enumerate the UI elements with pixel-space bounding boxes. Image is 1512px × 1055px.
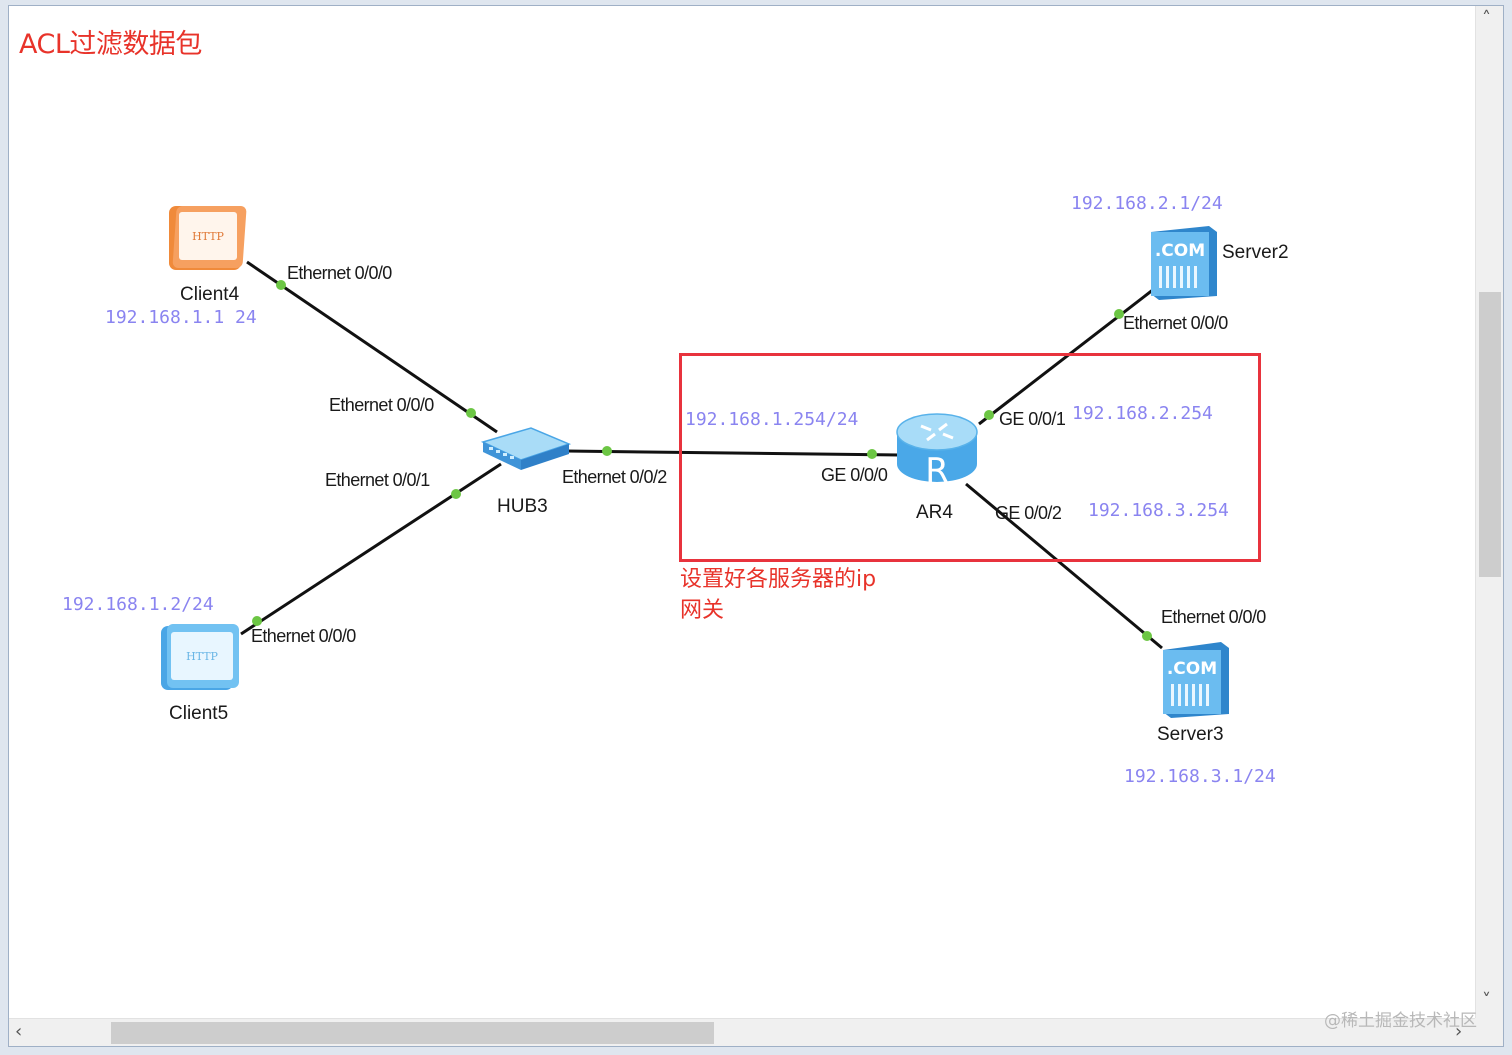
client4-ip: 192.168.1.1 24 bbox=[105, 307, 257, 328]
svg-text:R: R bbox=[925, 451, 949, 490]
port-dot-client4 bbox=[276, 280, 286, 290]
gateway-note: 设置好各服务器的ip 网关 bbox=[680, 564, 876, 626]
scrollbar-corner bbox=[1475, 1018, 1503, 1046]
ar4-port-ge002-label: GE 0/0/2 bbox=[995, 503, 1062, 523]
svg-text:HTTP: HTTP bbox=[186, 650, 218, 663]
hub-icon[interactable] bbox=[477, 420, 573, 476]
topology-canvas: ACL过滤数据包 bbox=[9, 6, 1475, 1018]
server3-label: Server3 bbox=[1157, 724, 1224, 745]
port-dot-hub3-eth000 bbox=[466, 408, 476, 418]
highlight-box bbox=[679, 353, 1261, 562]
http-client-icon[interactable]: HTTP bbox=[165, 202, 253, 278]
gateway-note-line2: 网关 bbox=[680, 598, 725, 623]
client5-label: Client5 bbox=[169, 703, 229, 724]
links-layer bbox=[240, 260, 1163, 650]
port-dot-hub3-eth002 bbox=[602, 446, 612, 456]
link-hub3-ar4 bbox=[565, 449, 900, 457]
port-dot-hub3-eth001 bbox=[451, 489, 461, 499]
scroll-right-icon[interactable]: › bbox=[1455, 1021, 1463, 1042]
diagram-title: ACL过滤数据包 bbox=[19, 29, 202, 60]
server-icon[interactable]: .COM bbox=[1159, 638, 1235, 720]
hub3-port-eth002-label: Ethernet 0/0/2 bbox=[562, 467, 667, 487]
router-icon[interactable]: R bbox=[891, 408, 983, 490]
svg-text:.COM: .COM bbox=[1167, 659, 1217, 679]
server3-port-label: Ethernet 0/0/0 bbox=[1161, 607, 1266, 627]
ar4-port-ge000-label: GE 0/0/0 bbox=[821, 465, 888, 485]
gateway-note-line1: 设置好各服务器的ip bbox=[680, 567, 877, 592]
server-icon[interactable]: .COM bbox=[1147, 222, 1223, 302]
link-client4-hub3 bbox=[246, 260, 498, 434]
server3-ip: 192.168.3.1/24 bbox=[1124, 766, 1276, 787]
topology-window: ACL过滤数据包 bbox=[8, 5, 1504, 1047]
server2-label: Server2 bbox=[1222, 242, 1289, 263]
vertical-scrollbar[interactable]: ˄ ˅ bbox=[1475, 6, 1503, 1018]
scroll-left-icon[interactable]: ‹ bbox=[15, 1021, 23, 1042]
link-ar4-server3 bbox=[965, 482, 1163, 650]
port-dot-ar4-ge001 bbox=[984, 410, 994, 420]
port-dot-ar4-ge000 bbox=[867, 449, 877, 459]
client4-port-label: Ethernet 0/0/0 bbox=[287, 263, 392, 283]
client5-ip: 192.168.1.2/24 bbox=[62, 594, 214, 615]
vertical-scroll-thumb[interactable] bbox=[1479, 292, 1501, 577]
hub3-port-eth000-label: Ethernet 0/0/0 bbox=[329, 395, 434, 415]
horizontal-scrollbar[interactable]: ‹ › bbox=[9, 1018, 1475, 1046]
port-dot-server3 bbox=[1142, 631, 1152, 641]
svg-text:HTTP: HTTP bbox=[192, 230, 224, 243]
server2-ip: 192.168.2.1/24 bbox=[1071, 193, 1223, 214]
ar4-label: AR4 bbox=[916, 502, 953, 523]
horizontal-scroll-thumb[interactable] bbox=[111, 1022, 714, 1044]
scroll-down-icon[interactable]: ˅ bbox=[1482, 990, 1491, 1011]
client5-port-label: Ethernet 0/0/0 bbox=[251, 626, 356, 646]
scroll-up-icon[interactable]: ˄ bbox=[1482, 8, 1491, 29]
link-ar4-server2 bbox=[978, 287, 1155, 426]
port-dot-client5 bbox=[252, 616, 262, 626]
server2-port-label: Ethernet 0/0/0 bbox=[1123, 313, 1228, 333]
hub3-port-eth001-label: Ethernet 0/0/1 bbox=[325, 470, 430, 490]
hub3-label: HUB3 bbox=[497, 496, 548, 517]
ar4-ge000-ip: 192.168.1.254/24 bbox=[685, 409, 859, 430]
ar4-ge002-ip: 192.168.3.254 bbox=[1088, 500, 1229, 521]
ar4-ge001-ip: 192.168.2.254 bbox=[1072, 403, 1213, 424]
client4-label: Client4 bbox=[180, 284, 240, 305]
watermark: @稀土掘金技术社区 bbox=[1324, 1011, 1477, 1031]
http-client-icon[interactable]: HTTP bbox=[157, 620, 245, 696]
ar4-port-ge001-label: GE 0/0/1 bbox=[999, 409, 1066, 429]
port-dot-server2 bbox=[1114, 309, 1124, 319]
svg-text:.COM: .COM bbox=[1155, 241, 1205, 261]
